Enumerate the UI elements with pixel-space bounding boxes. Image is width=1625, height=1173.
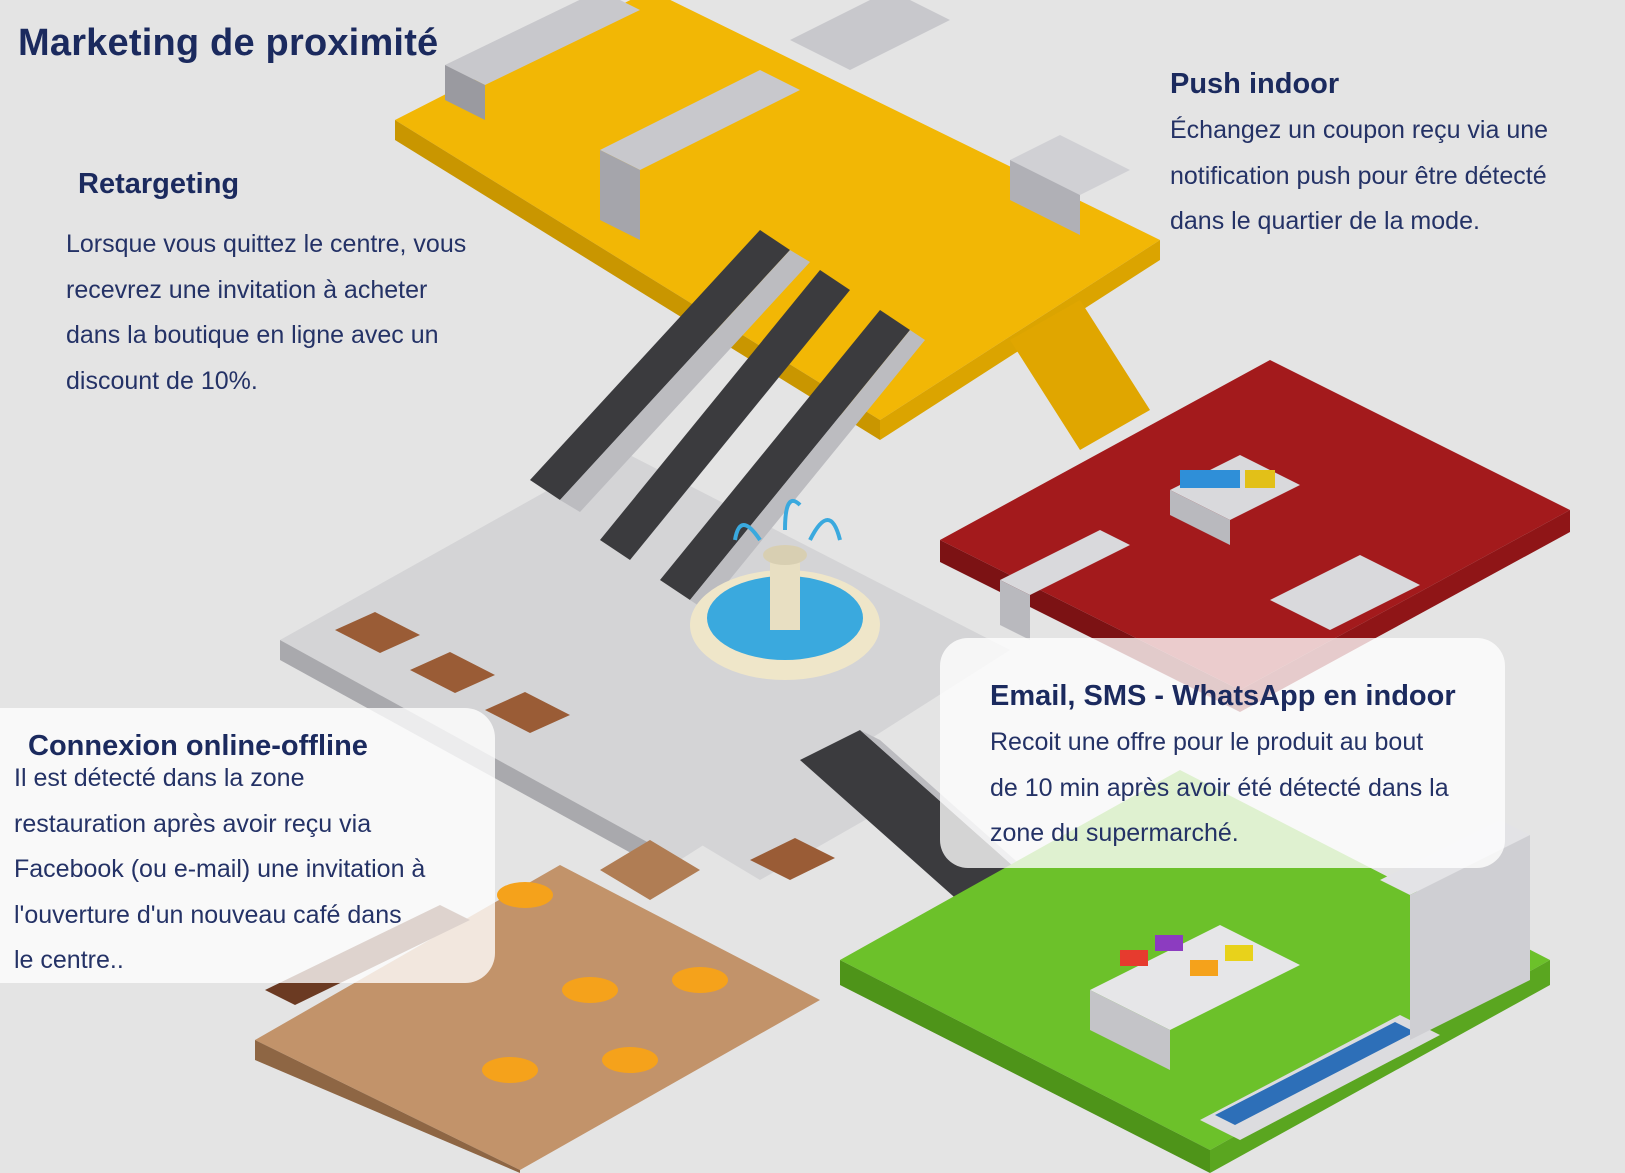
supermarket-floor: [840, 770, 1550, 1173]
fountain-column: [770, 560, 800, 630]
escalator: [600, 270, 850, 560]
retargeting-body: Lorsque vous quittez le centre, vous rec…: [66, 230, 467, 395]
fountain-spray: [733, 498, 842, 542]
electronics-shelf: [600, 70, 800, 170]
push-indoor-heading: Push indoor: [1170, 68, 1340, 100]
bench: [485, 692, 570, 733]
cafe-table: [562, 977, 618, 1003]
electronics-shelf-side: [600, 150, 640, 240]
escalator: [660, 310, 910, 600]
produce-crate: [1225, 945, 1253, 961]
electronics-floor-top: [395, 0, 1160, 420]
escalator: [530, 230, 790, 500]
cafe-table: [497, 882, 553, 908]
produce-crate: [1120, 950, 1148, 966]
clothing-table-side: [1170, 490, 1230, 545]
checkout-counter-side: [1010, 160, 1080, 235]
supermarket-floor-edge-left: [840, 960, 1210, 1173]
escalator-steps: [560, 250, 810, 512]
email-sms-callout-box: [940, 638, 1505, 868]
escalator-steps: [690, 330, 925, 610]
cafe-table: [602, 1047, 658, 1073]
push-indoor-body: Échangez un coupon reçu via une notifica…: [1170, 116, 1549, 235]
bench: [335, 612, 420, 653]
cafe-table: [672, 967, 728, 993]
clothing-table: [1270, 555, 1420, 630]
freezer-glass: [1215, 1022, 1415, 1125]
checkout-counter: [1010, 135, 1130, 195]
connexion-body: Il est détecté dans la zone restauration…: [14, 764, 426, 974]
produce-crate: [1155, 935, 1183, 951]
stairs-to-fashion: [1010, 300, 1150, 450]
electronics-shelf: [790, 0, 950, 70]
electronics-shelf-side: [445, 65, 485, 120]
fashion-floor-top: [940, 360, 1570, 690]
stairs-to-food-court: [600, 840, 700, 900]
fashion-counter: [1000, 530, 1130, 595]
food-court-floor-top: [255, 865, 820, 1170]
connexion-callout-box: [0, 708, 495, 983]
escalator-down: [800, 730, 1040, 920]
atrium-lower-walkway: [560, 700, 900, 880]
page-title: Marketing de proximité: [18, 22, 439, 64]
folded-clothes: [1180, 470, 1240, 488]
produce-stand-side: [1090, 990, 1170, 1070]
grocery-shelf-front: [1410, 835, 1530, 1040]
fashion-counter-side: [1000, 580, 1030, 640]
folded-clothes: [1245, 470, 1275, 488]
produce-crate: [1190, 960, 1218, 976]
food-court-floor-edge: [255, 1040, 520, 1173]
bench: [750, 838, 835, 880]
connexion-heading: Connexion online-offline: [28, 730, 368, 762]
cafe-table: [482, 1057, 538, 1083]
email-sms-body: Recoit une offre pour le produit au bout…: [990, 728, 1449, 847]
bench: [410, 652, 495, 693]
fountain-top: [763, 545, 807, 565]
retargeting-heading: Retargeting: [78, 168, 240, 200]
electronics-shelf: [445, 0, 640, 85]
email-sms-heading: Email, SMS - WhatsApp en indoor: [990, 680, 1456, 712]
